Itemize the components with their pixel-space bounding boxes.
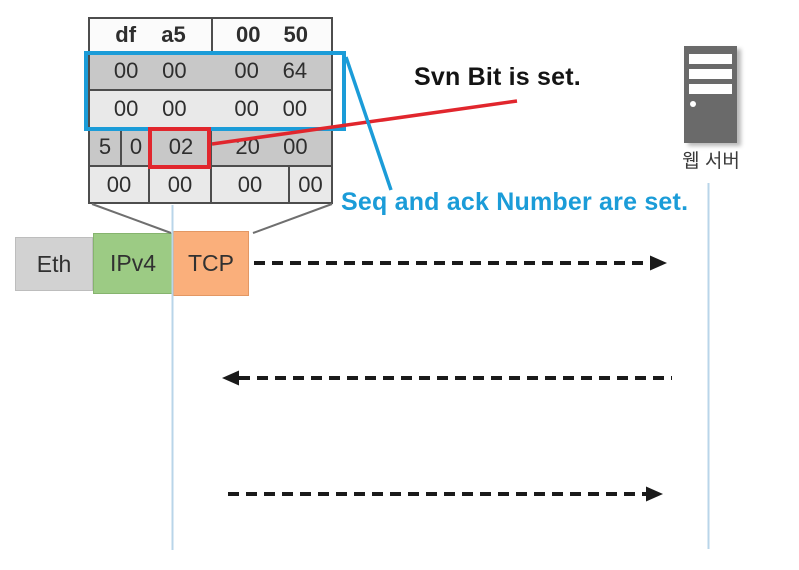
hex-byte: 00 bbox=[167, 171, 193, 197]
hex-cell: 00 bbox=[290, 167, 331, 202]
handshake-arrow-3-right bbox=[228, 486, 663, 502]
hex-nibble: 5 bbox=[98, 134, 112, 159]
seq-ack-annotation-pointer-line bbox=[344, 56, 393, 191]
zoom-funnel-line-right bbox=[252, 203, 333, 234]
syn-flag-highlight-box bbox=[148, 127, 211, 169]
hex-byte: 20 bbox=[235, 134, 260, 159]
hex-cell-window: 20 00 bbox=[212, 129, 331, 165]
hex-cell-src-port: df a5 bbox=[90, 19, 213, 51]
arrowhead-right-icon bbox=[646, 486, 663, 502]
server-led-dot bbox=[690, 101, 696, 107]
hex-byte: 00 bbox=[162, 58, 187, 83]
hex-cell: 00 bbox=[150, 167, 212, 202]
hex-byte: 50 bbox=[283, 22, 308, 47]
server-vent-bar bbox=[689, 84, 732, 94]
seq-ack-annotation: Seq and ack Number are set. bbox=[341, 188, 689, 216]
protocol-box-ipv4: IPv4 bbox=[93, 233, 173, 294]
hex-byte: 64 bbox=[282, 58, 308, 83]
server-label: 웹 서버 bbox=[682, 151, 740, 172]
protocol-label: IPv4 bbox=[109, 250, 157, 276]
hex-cell-seq: 00 00 00 64 bbox=[90, 53, 331, 89]
hex-cell: 00 bbox=[90, 167, 150, 202]
protocol-label: TCP bbox=[188, 250, 234, 276]
hex-byte: 02 bbox=[168, 134, 194, 159]
hex-cell-syn-flag: 02 bbox=[152, 129, 212, 165]
hex-byte: df bbox=[115, 22, 137, 47]
arrowhead-right-icon bbox=[650, 255, 667, 271]
hex-cell-header-len: 5 bbox=[90, 129, 122, 165]
table-row-seq-number: 00 00 00 64 bbox=[90, 53, 331, 91]
table-row-ports: df a5 00 50 bbox=[90, 19, 331, 53]
hex-nibble: 0 bbox=[129, 134, 143, 159]
server-vent-bar bbox=[689, 54, 732, 64]
table-row-checksum-urgent: 00 00 00 00 bbox=[90, 167, 331, 202]
hex-byte: a5 bbox=[161, 22, 186, 47]
server-tower-icon bbox=[684, 46, 737, 143]
hex-byte: 00 bbox=[113, 96, 139, 121]
hex-byte: 00 bbox=[234, 58, 259, 83]
arrowhead-left-icon bbox=[222, 370, 239, 386]
hex-byte: 00 bbox=[237, 171, 263, 197]
handshake-arrow-1-right bbox=[254, 255, 667, 271]
hex-byte: 00 bbox=[162, 96, 187, 121]
handshake-arrow-2-left bbox=[222, 370, 672, 386]
hex-byte: 00 bbox=[113, 58, 139, 83]
hex-byte: 00 bbox=[106, 171, 132, 197]
hex-byte: 00 bbox=[236, 22, 261, 47]
seq-ack-highlight-box bbox=[84, 51, 346, 131]
hex-byte: 00 bbox=[283, 134, 308, 159]
syn-bit-annotation: Svn Bit is set. bbox=[414, 63, 581, 91]
zoom-funnel-line-left bbox=[91, 203, 172, 234]
protocol-box-eth: Eth bbox=[15, 237, 93, 291]
server-vent-bar bbox=[689, 69, 732, 79]
hex-cell-dst-port: 00 50 bbox=[213, 19, 331, 51]
hex-byte: 00 bbox=[298, 171, 323, 197]
hex-cell: 00 bbox=[212, 167, 290, 202]
protocol-box-tcp: TCP bbox=[173, 231, 249, 296]
protocol-label: Eth bbox=[36, 250, 72, 277]
